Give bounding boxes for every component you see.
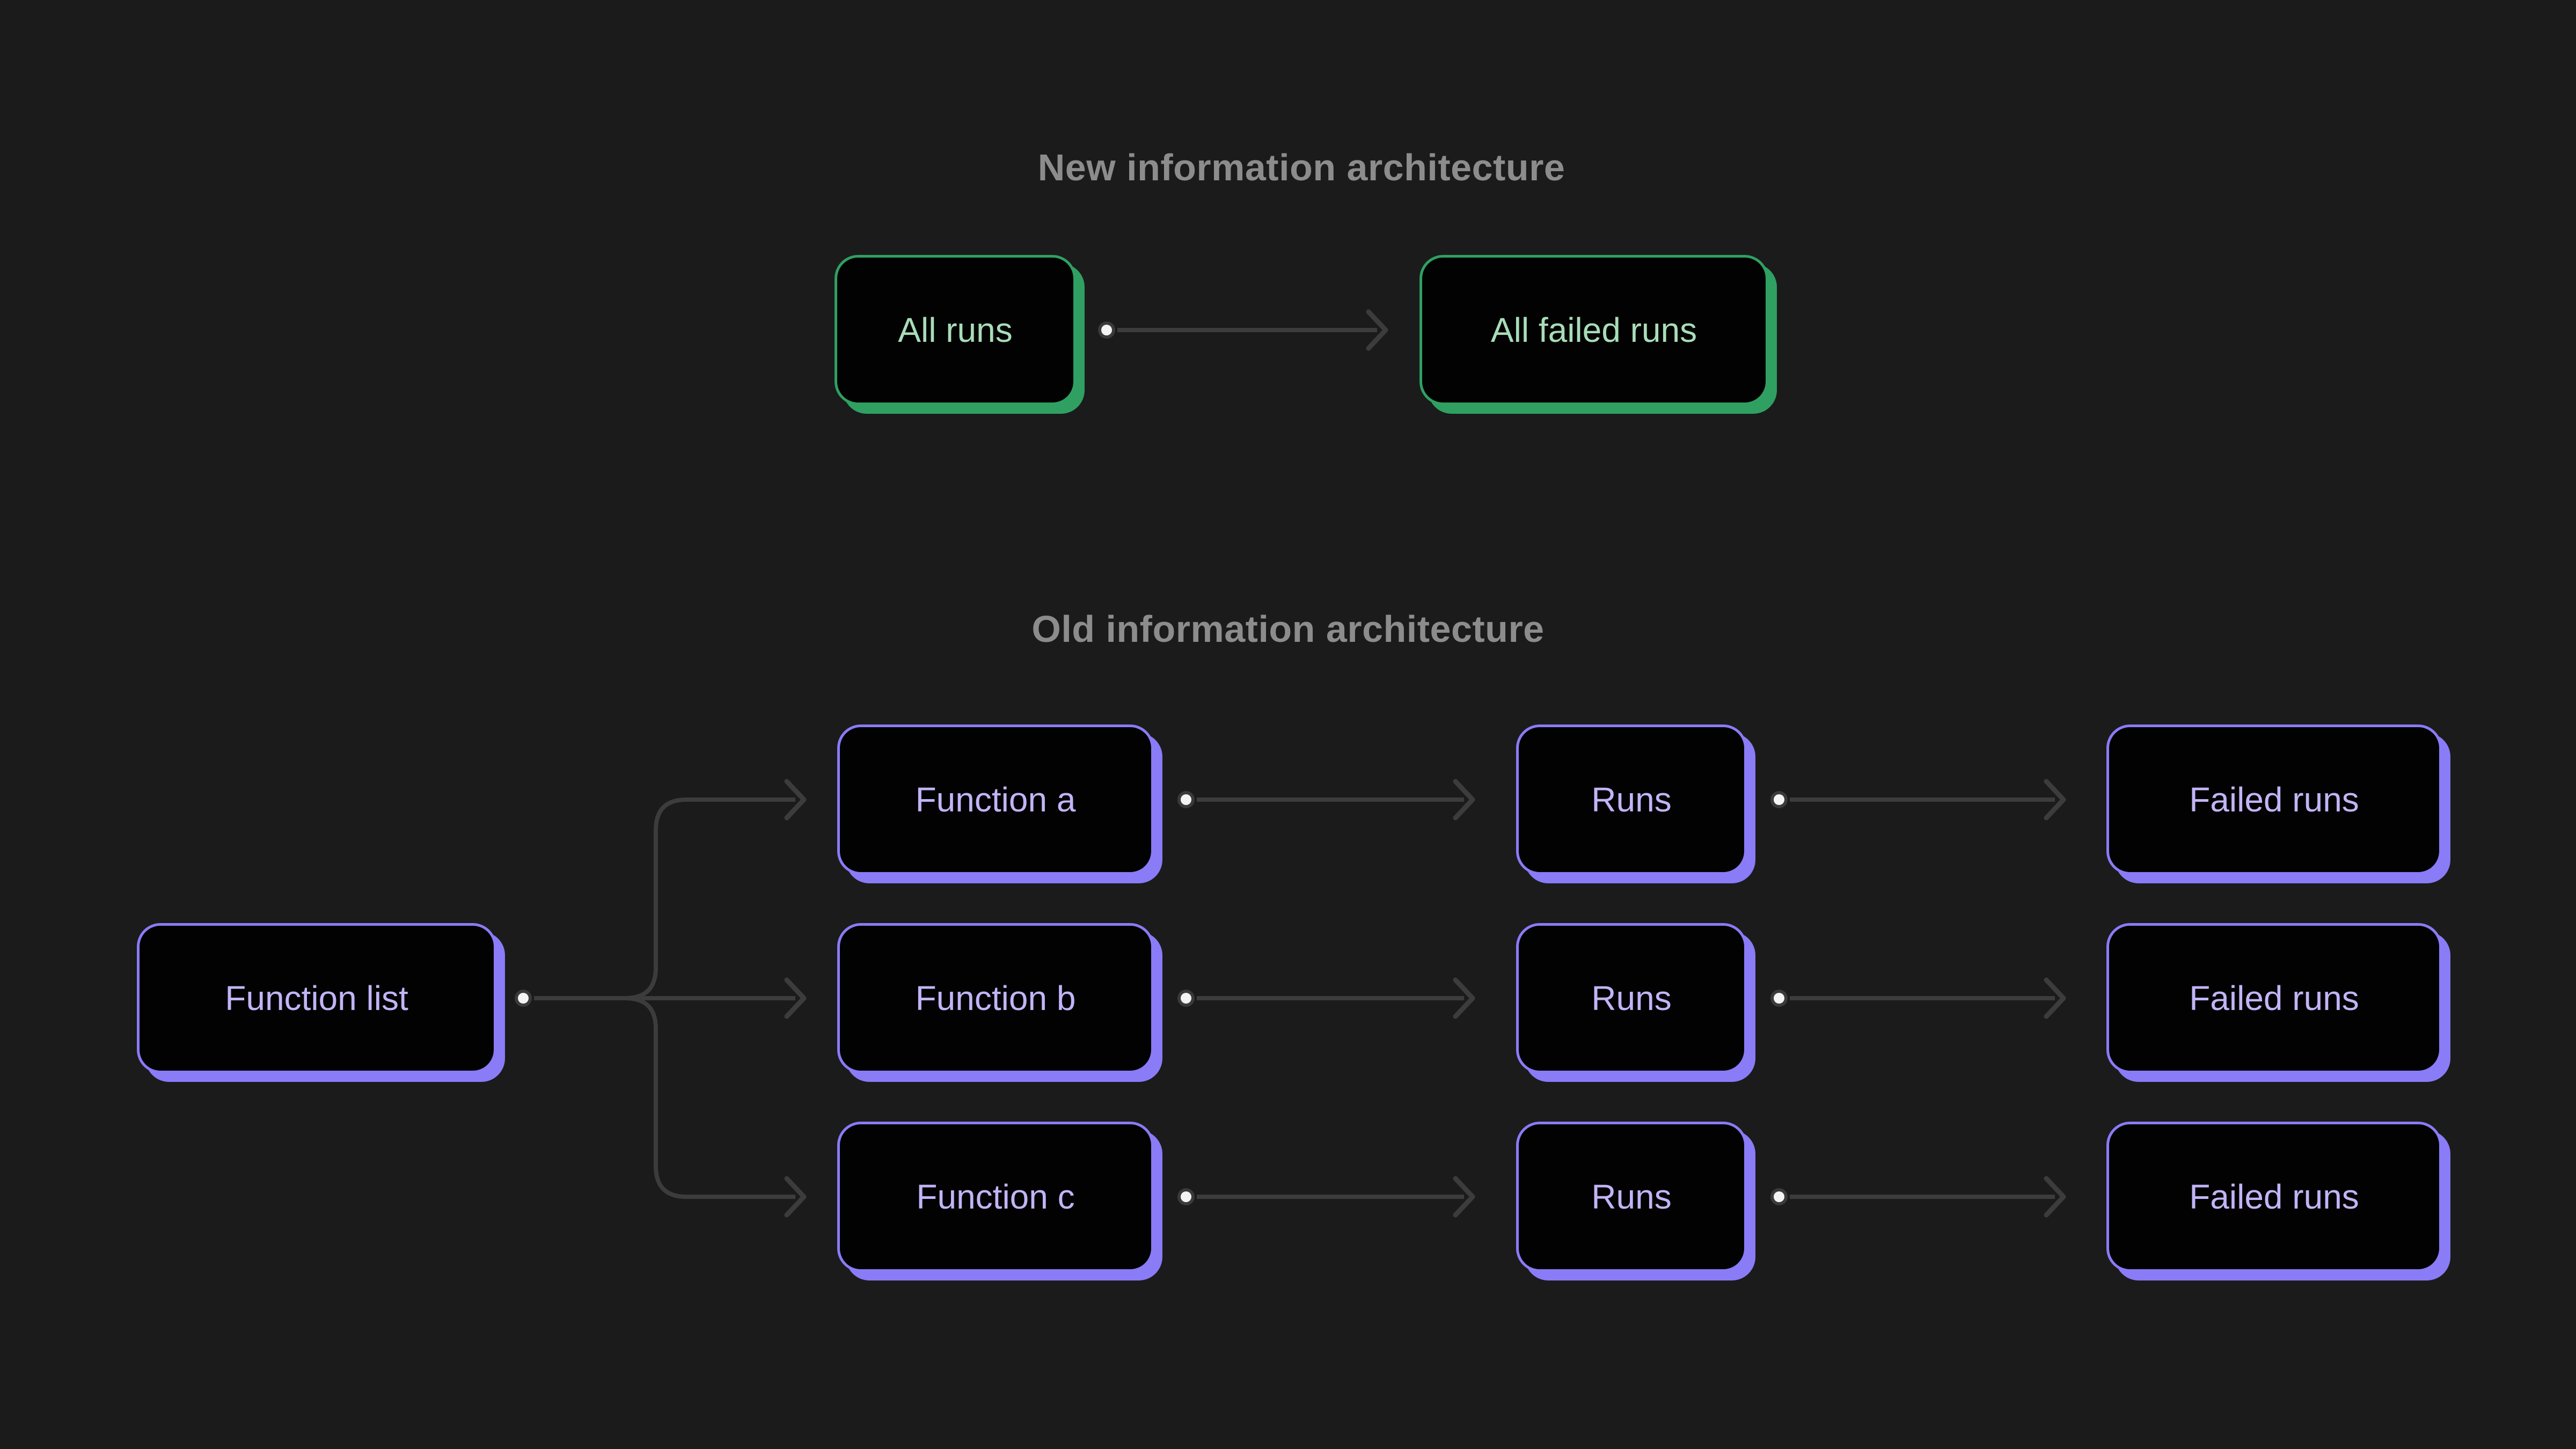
node-all-runs-label: All runs — [898, 311, 1013, 349]
fork-branch-bottom — [625, 996, 795, 1199]
arrowhead-icon — [1366, 309, 1388, 351]
node-runs-a-label: Runs — [1591, 780, 1672, 819]
node-runs-c: Runs — [1516, 1122, 1747, 1272]
node-function-list: Function list — [137, 923, 496, 1073]
connector-function-list-fork — [515, 779, 807, 1218]
old-architecture-title: Old information architecture — [1031, 608, 1545, 650]
fork-branch-top — [625, 797, 795, 1000]
node-failed-runs-a: Failed runs — [2106, 724, 2442, 875]
arrowhead-icon — [784, 779, 807, 821]
arrowhead-icon — [2044, 977, 2066, 1019]
connector-function-a-to-runs — [1177, 779, 1475, 821]
node-function-list-label: Function list — [225, 979, 408, 1018]
node-function-c: Function c — [837, 1122, 1154, 1272]
node-failed-runs-c: Failed runs — [2106, 1122, 2442, 1272]
arrowhead-icon — [2044, 779, 2066, 821]
node-function-a: Function a — [837, 724, 1154, 875]
connector-function-b-to-runs — [1177, 977, 1475, 1019]
node-function-b: Function b — [837, 923, 1154, 1073]
node-function-b-label: Function b — [915, 979, 1076, 1018]
connector-all-runs-to-all-failed-runs — [1098, 309, 1388, 351]
node-failed-runs-c-label: Failed runs — [2189, 1177, 2359, 1216]
connector-runs-c-to-failed-runs — [1770, 1176, 2066, 1218]
connector-function-c-to-runs — [1177, 1176, 1475, 1218]
arrowhead-icon — [2044, 1176, 2066, 1218]
node-all-failed-runs: All failed runs — [1419, 255, 1768, 405]
node-failed-runs-b-label: Failed runs — [2189, 979, 2359, 1018]
node-runs-b: Runs — [1516, 923, 1747, 1073]
connector-runs-b-to-failed-runs — [1770, 977, 2066, 1019]
node-runs-b-label: Runs — [1591, 979, 1672, 1018]
new-architecture-title: New information architecture — [1037, 147, 1565, 188]
node-runs-a: Runs — [1516, 724, 1747, 875]
node-runs-c-label: Runs — [1591, 1177, 1672, 1216]
arrowhead-icon — [784, 977, 807, 1019]
node-function-c-label: Function c — [916, 1177, 1075, 1216]
node-failed-runs-a-label: Failed runs — [2189, 780, 2359, 819]
node-all-runs: All runs — [835, 255, 1076, 405]
arrowhead-icon — [1453, 977, 1475, 1019]
connector-runs-a-to-failed-runs — [1770, 779, 2066, 821]
arrowhead-icon — [1453, 779, 1475, 821]
node-function-a-label: Function a — [915, 780, 1076, 819]
node-all-failed-runs-label: All failed runs — [1490, 311, 1697, 349]
arrowhead-icon — [784, 1176, 807, 1218]
arrowhead-icon — [1453, 1176, 1475, 1218]
node-failed-runs-b: Failed runs — [2106, 923, 2442, 1073]
